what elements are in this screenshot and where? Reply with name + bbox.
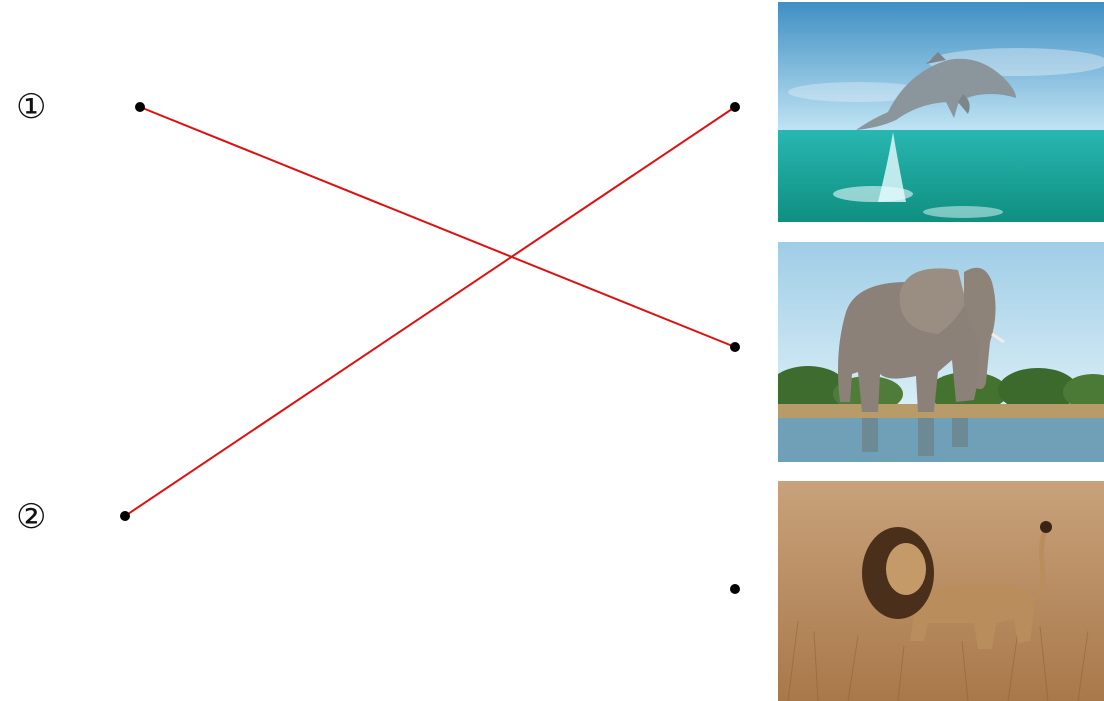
dolphin-image [778, 2, 1104, 222]
lion-image [778, 481, 1104, 701]
connector-line-2 [125, 107, 735, 516]
right-dot-1[interactable] [730, 102, 740, 112]
left-dot-1[interactable] [135, 102, 145, 112]
right-dot-2[interactable] [730, 342, 740, 352]
left-dot-2[interactable] [120, 511, 130, 521]
connector-line-1 [140, 107, 735, 347]
right-dot-3[interactable] [730, 584, 740, 594]
elephant-image [778, 242, 1104, 462]
